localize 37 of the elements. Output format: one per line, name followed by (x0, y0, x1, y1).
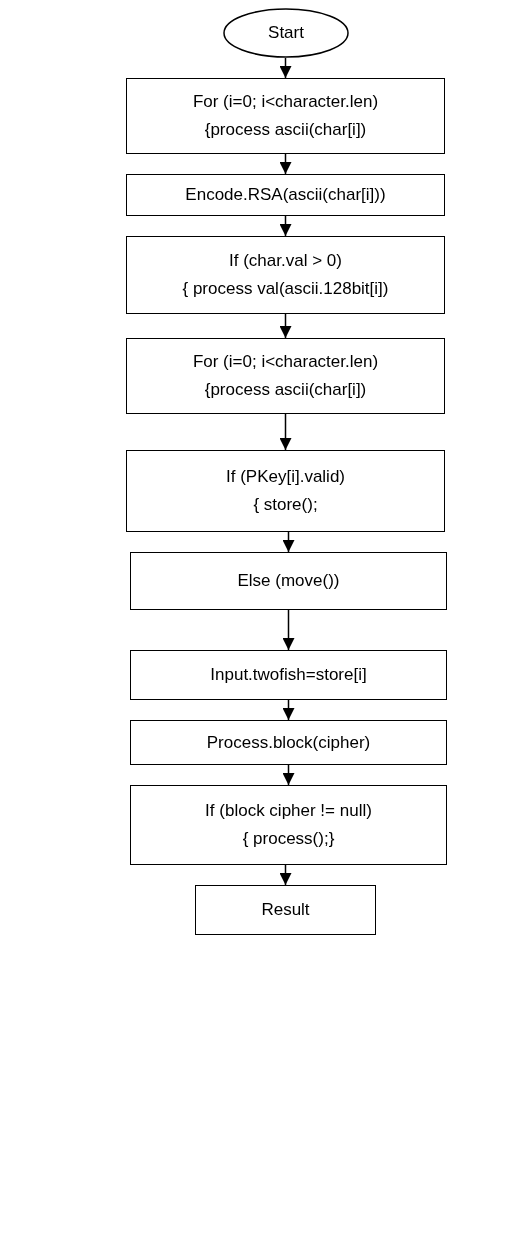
arrow (282, 764, 295, 786)
arrow (279, 215, 292, 237)
node-text: Encode.RSA(ascii(char[i])) (185, 185, 386, 205)
node-text: Process.block(cipher) (206, 732, 371, 753)
node-text: If (PKey[i].valid) (225, 467, 345, 487)
arrow (282, 531, 295, 553)
arrow (282, 699, 295, 721)
arrow (279, 864, 292, 886)
node-text: { store(); (253, 495, 318, 515)
process-box (130, 785, 447, 865)
node-text: {process ascii(char[i]) (204, 120, 367, 140)
node-text: { process();} (242, 829, 335, 849)
arrow (279, 413, 292, 451)
node-text: Start (268, 23, 304, 43)
process-box (130, 650, 447, 700)
arrow (282, 609, 295, 651)
node-text: Result (261, 900, 310, 920)
arrow (279, 153, 292, 175)
node-text: For (i=0; i<character.len) (192, 92, 379, 112)
node-text: {process ascii(char[i]) (204, 380, 367, 400)
process-box (195, 885, 376, 935)
process-box (126, 78, 445, 154)
process-box (126, 450, 445, 532)
process-box (130, 552, 447, 610)
node-text: If (char.val > 0) (229, 251, 342, 271)
node-text: If (block cipher != null) (205, 801, 372, 821)
terminal-ellipse (223, 8, 349, 58)
node-text: Input.twofish=store[i] (210, 665, 367, 685)
process-box (126, 338, 445, 414)
arrow (279, 313, 292, 339)
process-box (130, 720, 447, 765)
node-text: { process val(ascii.128bit[i]) (182, 279, 389, 299)
node-text: For (i=0; i<character.len) (192, 352, 379, 372)
node-text: Else (move()) (237, 571, 340, 591)
process-box (126, 174, 445, 216)
arrow (279, 57, 292, 79)
process-box (126, 236, 445, 314)
